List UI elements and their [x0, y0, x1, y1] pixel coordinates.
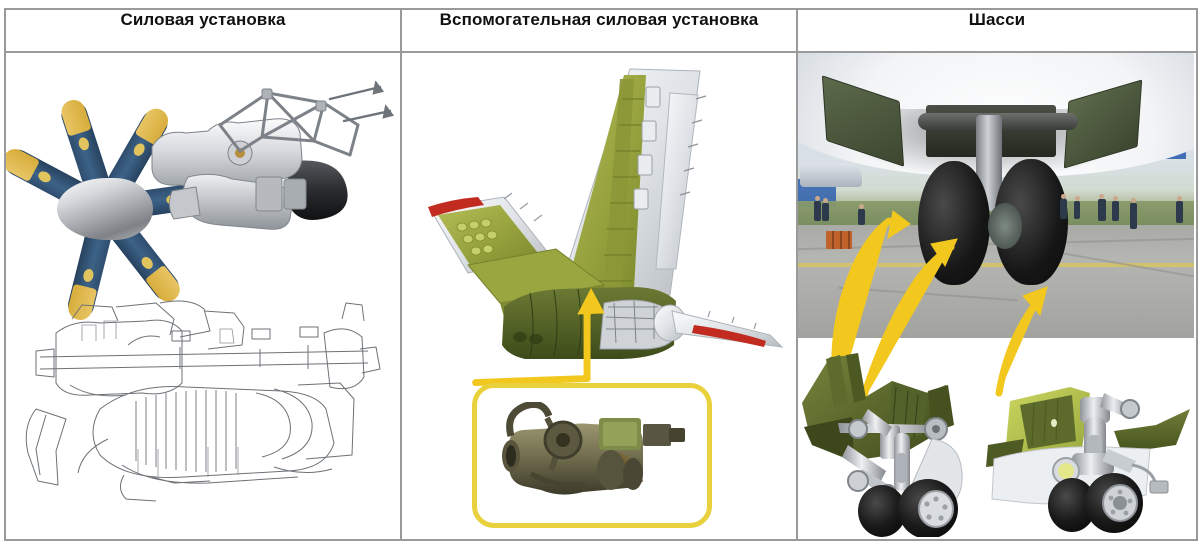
- cell-powerplant: [4, 51, 402, 541]
- column-header-landing-gear: Шасси: [796, 8, 1198, 53]
- column-header-powerplant: Силовая установка: [4, 8, 402, 53]
- figure-engine-cutaway-drawing: [25, 300, 381, 502]
- systems-table: Силовая установка Вспомогательная силова…: [4, 8, 1198, 541]
- figure-apu-inset: [472, 383, 712, 528]
- main-wheel-left: [918, 161, 990, 285]
- table-header-row: Силовая установка Вспомогательная силова…: [4, 8, 1198, 53]
- table-body-row: [4, 51, 1198, 541]
- apu-unit-photo: [491, 402, 693, 506]
- figure-main-gear-cad: [802, 353, 963, 537]
- figure-tail-cutaway: [428, 68, 784, 359]
- cell-apu: [400, 51, 798, 541]
- cell-landing-gear: [796, 51, 1198, 541]
- column-header-apu: Вспомогательная силовая установка: [400, 8, 798, 53]
- figure-propeller: [7, 91, 218, 326]
- figure-nose-gear-cad: [986, 387, 1190, 533]
- figure-turboprop-engine: [151, 81, 394, 230]
- main-landing-gear-photo: [799, 54, 1194, 338]
- propeller-spinner: [57, 177, 153, 240]
